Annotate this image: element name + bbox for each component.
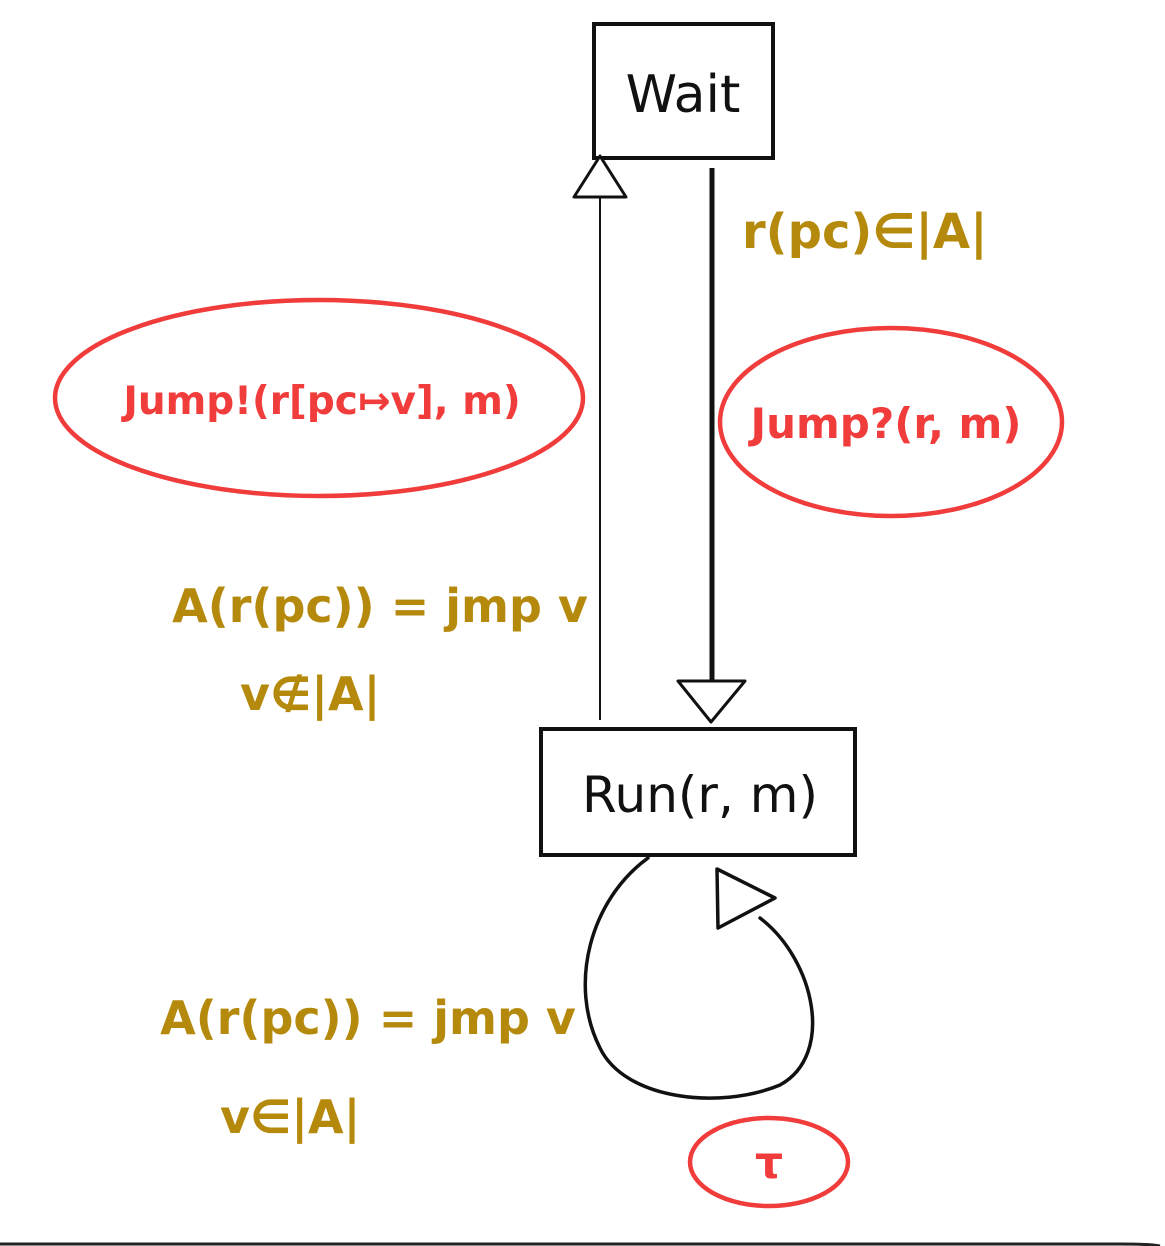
wait-to-run-labels: r(pc)∈|A| Jump?(r, m)	[717, 204, 1065, 519]
jump-receive-action-ellipse	[717, 325, 1065, 519]
run-state-label: Run(r, m)	[582, 766, 818, 824]
run-state-box	[539, 727, 857, 857]
jump-send-action-ellipse	[52, 297, 586, 499]
self-loop-arrow-head-icon	[715, 867, 777, 930]
self-loop-guard-line1: A(r(pc)) = jmp v	[160, 991, 576, 1045]
arrow-wait-to-run	[676, 168, 747, 724]
arrow-down-head-icon	[676, 679, 747, 724]
wait-state: Wait	[592, 22, 775, 160]
tau-action-label: τ	[755, 1138, 783, 1189]
wait-state-label: Wait	[626, 65, 741, 125]
self-loop-curve	[583, 856, 815, 1100]
run-to-wait-labels: Jump!(r[pc↦v], m) A(r(pc)) = jmp v v∉|A|	[52, 297, 588, 722]
arrow-up-head-icon	[572, 154, 628, 199]
arrow-run-to-wait	[572, 154, 628, 720]
run-self-loop	[583, 856, 815, 1100]
wait-to-run-guard: r(pc)∈|A|	[742, 204, 988, 260]
self-loop-labels: A(r(pc)) = jmp v v∈|A| τ	[160, 991, 851, 1209]
wait-state-box	[592, 22, 775, 160]
run-to-wait-guard-line2: v∉|A|	[240, 667, 380, 722]
run-state: Run(r, m)	[539, 727, 857, 857]
self-loop-guard-line2: v∈|A|	[220, 1090, 360, 1145]
jump-receive-action-label: Jump?(r, m)	[748, 399, 1022, 448]
tau-action-ellipse	[687, 1115, 851, 1209]
jump-send-action-label: Jump!(r[pc↦v], m)	[120, 379, 520, 424]
run-to-wait-guard-line1: A(r(pc)) = jmp v	[172, 579, 588, 633]
